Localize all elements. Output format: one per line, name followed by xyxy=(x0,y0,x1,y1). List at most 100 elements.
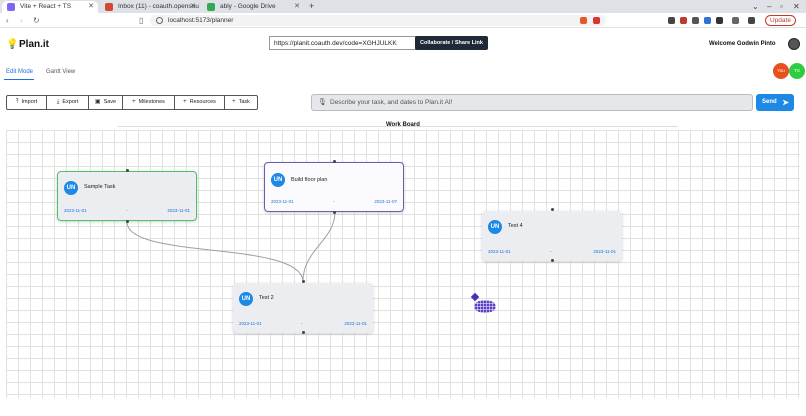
reload-icon[interactable]: ↻ xyxy=(33,16,40,25)
connection-handle[interactable] xyxy=(333,211,336,214)
close-icon[interactable]: ✕ xyxy=(88,3,94,10)
connection-handle[interactable] xyxy=(126,220,129,223)
tab-edit-mode[interactable]: Edit Mode xyxy=(6,69,34,75)
send-arrow-icon: ➤ xyxy=(782,98,789,107)
connection-handle[interactable] xyxy=(551,208,554,211)
task-title: Test 2 xyxy=(259,295,274,301)
url-text: localhost:5173/planner xyxy=(168,17,234,24)
connection-handle[interactable] xyxy=(302,280,305,283)
avatar: UN xyxy=(271,173,285,187)
mic-icon[interactable]: 🎙 xyxy=(318,99,327,106)
avatar[interactable] xyxy=(788,38,800,50)
update-button[interactable]: Update xyxy=(765,15,796,26)
import-button[interactable]: ⤒ Import xyxy=(7,96,47,109)
import-icon: ⤒ xyxy=(15,99,19,105)
action-toolbar: ⤒ Import ⤓ Export ▣ Save + Milestones + … xyxy=(6,95,258,110)
export-button[interactable]: ⤓ Export xyxy=(47,96,89,109)
info-icon[interactable] xyxy=(156,17,163,24)
task-end-date: 2023-11-01 xyxy=(167,208,190,213)
browser-tab-bar: Vite + React + TS ✕ Inbox (11) - coauth.… xyxy=(0,0,806,13)
extension-icon[interactable] xyxy=(692,17,699,24)
browser-tab[interactable]: Vite + React + TS ✕ xyxy=(2,1,98,13)
task-title: Build floor plan xyxy=(291,177,328,183)
browser-tab[interactable]: ably - Google Drive ✕ xyxy=(202,1,304,13)
task-end-date: 2023-11-01 xyxy=(344,321,367,326)
brave-shield-icon[interactable] xyxy=(580,17,587,24)
ai-prompt-input[interactable]: 🎙 Describe your task, and dates to Plan.… xyxy=(311,94,753,111)
export-icon: ⤓ xyxy=(56,99,60,105)
task-start-date: 2023-11-01 xyxy=(271,199,294,204)
date-separator: - xyxy=(550,249,552,254)
drive-favicon-icon xyxy=(207,3,215,11)
date-separator: - xyxy=(333,199,335,204)
bookmark-icon[interactable]: ▯ xyxy=(139,16,144,25)
task-title: Sample Task xyxy=(84,184,116,190)
board-title: Work Board xyxy=(386,122,420,128)
extension-icon[interactable] xyxy=(680,17,687,24)
send-button[interactable]: Send ➤ xyxy=(756,94,794,111)
task-start-date: 2023-11-01 xyxy=(488,249,511,254)
connection-handle[interactable] xyxy=(333,160,336,163)
tab-title: Inbox (11) - coauth.opensou xyxy=(118,3,199,10)
minimize-icon[interactable]: – xyxy=(767,2,772,11)
collaborator-cursor xyxy=(474,300,496,313)
save-icon: ▣ xyxy=(94,99,101,105)
avatar: UN xyxy=(239,292,253,306)
date-separator: - xyxy=(126,208,128,213)
close-icon[interactable]: ✕ xyxy=(294,3,300,10)
active-tab-indicator xyxy=(4,79,34,80)
task-start-date: 2023-11-01 xyxy=(239,321,262,326)
close-icon[interactable]: ✕ xyxy=(190,3,196,10)
tab-title: ably - Google Drive xyxy=(220,3,276,10)
gmail-favicon-icon xyxy=(105,3,113,11)
pen-icon[interactable] xyxy=(668,17,675,24)
task-node[interactable]: UN Test 2 2023-11-01 - 2023-11-01 xyxy=(233,283,373,333)
tab-title: Vite + React + TS xyxy=(20,3,72,10)
close-window-icon[interactable]: ✕ xyxy=(793,2,800,11)
address-bar: ‹ › ↻ ▯ localhost:5173/planner Update xyxy=(0,13,806,28)
bulb-icon: 💡 xyxy=(6,39,19,50)
task-end-date: 2023-11-07 xyxy=(374,199,397,204)
task-end-date: 2023-11-01 xyxy=(593,249,616,254)
task-node[interactable]: UN Sample Task 2023-11-01 - 2023-11-01 xyxy=(57,171,197,221)
chevron-down-icon[interactable]: ⌄ xyxy=(752,2,759,11)
browser-tab[interactable]: Inbox (11) - coauth.opensou ✕ xyxy=(100,1,200,13)
maximize-icon[interactable]: ▫ xyxy=(780,2,783,11)
save-button[interactable]: ▣ Save xyxy=(89,96,123,109)
share-link-input[interactable] xyxy=(269,36,416,50)
connection-handle[interactable] xyxy=(302,331,305,334)
puzzle-icon[interactable] xyxy=(716,17,723,24)
avatar: UN xyxy=(64,181,78,195)
collaborator-avatar[interactable]: You xyxy=(773,63,789,79)
url-field[interactable]: localhost:5173/planner xyxy=(150,15,606,26)
add-task-button[interactable]: + Task xyxy=(225,96,257,109)
plus-icon: + xyxy=(132,99,136,105)
plus-icon: + xyxy=(232,99,236,105)
task-title: Test 4 xyxy=(508,223,523,229)
add-resources-button[interactable]: + Resources xyxy=(175,96,225,109)
ai-prompt-placeholder: Describe your task, and dates to Plan.it… xyxy=(330,99,453,106)
welcome-text: Welcome Godwin Pinto xyxy=(709,41,776,47)
collaborate-share-button[interactable]: Collaborate / Share Link xyxy=(415,36,488,50)
task-start-date: 2023-11-01 xyxy=(64,208,87,213)
task-node[interactable]: UN Build floor plan 2023-11-01 - 2023-11… xyxy=(264,162,404,212)
new-tab-button[interactable]: + xyxy=(309,1,315,11)
wallet-icon[interactable] xyxy=(748,17,755,24)
avatar: UN xyxy=(488,220,502,234)
divider xyxy=(118,126,678,127)
tab-gantt-view[interactable]: Gantt View xyxy=(46,69,76,75)
app-logo[interactable]: Plan.it xyxy=(19,39,50,50)
add-milestones-button[interactable]: + Milestones xyxy=(123,96,175,109)
plus-icon: + xyxy=(183,99,187,105)
vite-favicon-icon xyxy=(7,3,15,11)
date-separator: - xyxy=(301,321,303,326)
alert-icon[interactable] xyxy=(593,17,600,24)
connection-handle[interactable] xyxy=(551,259,554,262)
sidebar-icon[interactable] xyxy=(732,17,739,24)
task-node[interactable]: UN Test 4 2023-11-01 - 2023-11-01 xyxy=(482,211,622,261)
connection-handle[interactable] xyxy=(126,169,129,172)
extension-icon[interactable] xyxy=(704,17,711,24)
back-icon[interactable]: ‹ xyxy=(6,16,9,25)
forward-icon[interactable]: › xyxy=(20,16,23,25)
collaborator-avatar[interactable]: TS xyxy=(789,63,805,79)
